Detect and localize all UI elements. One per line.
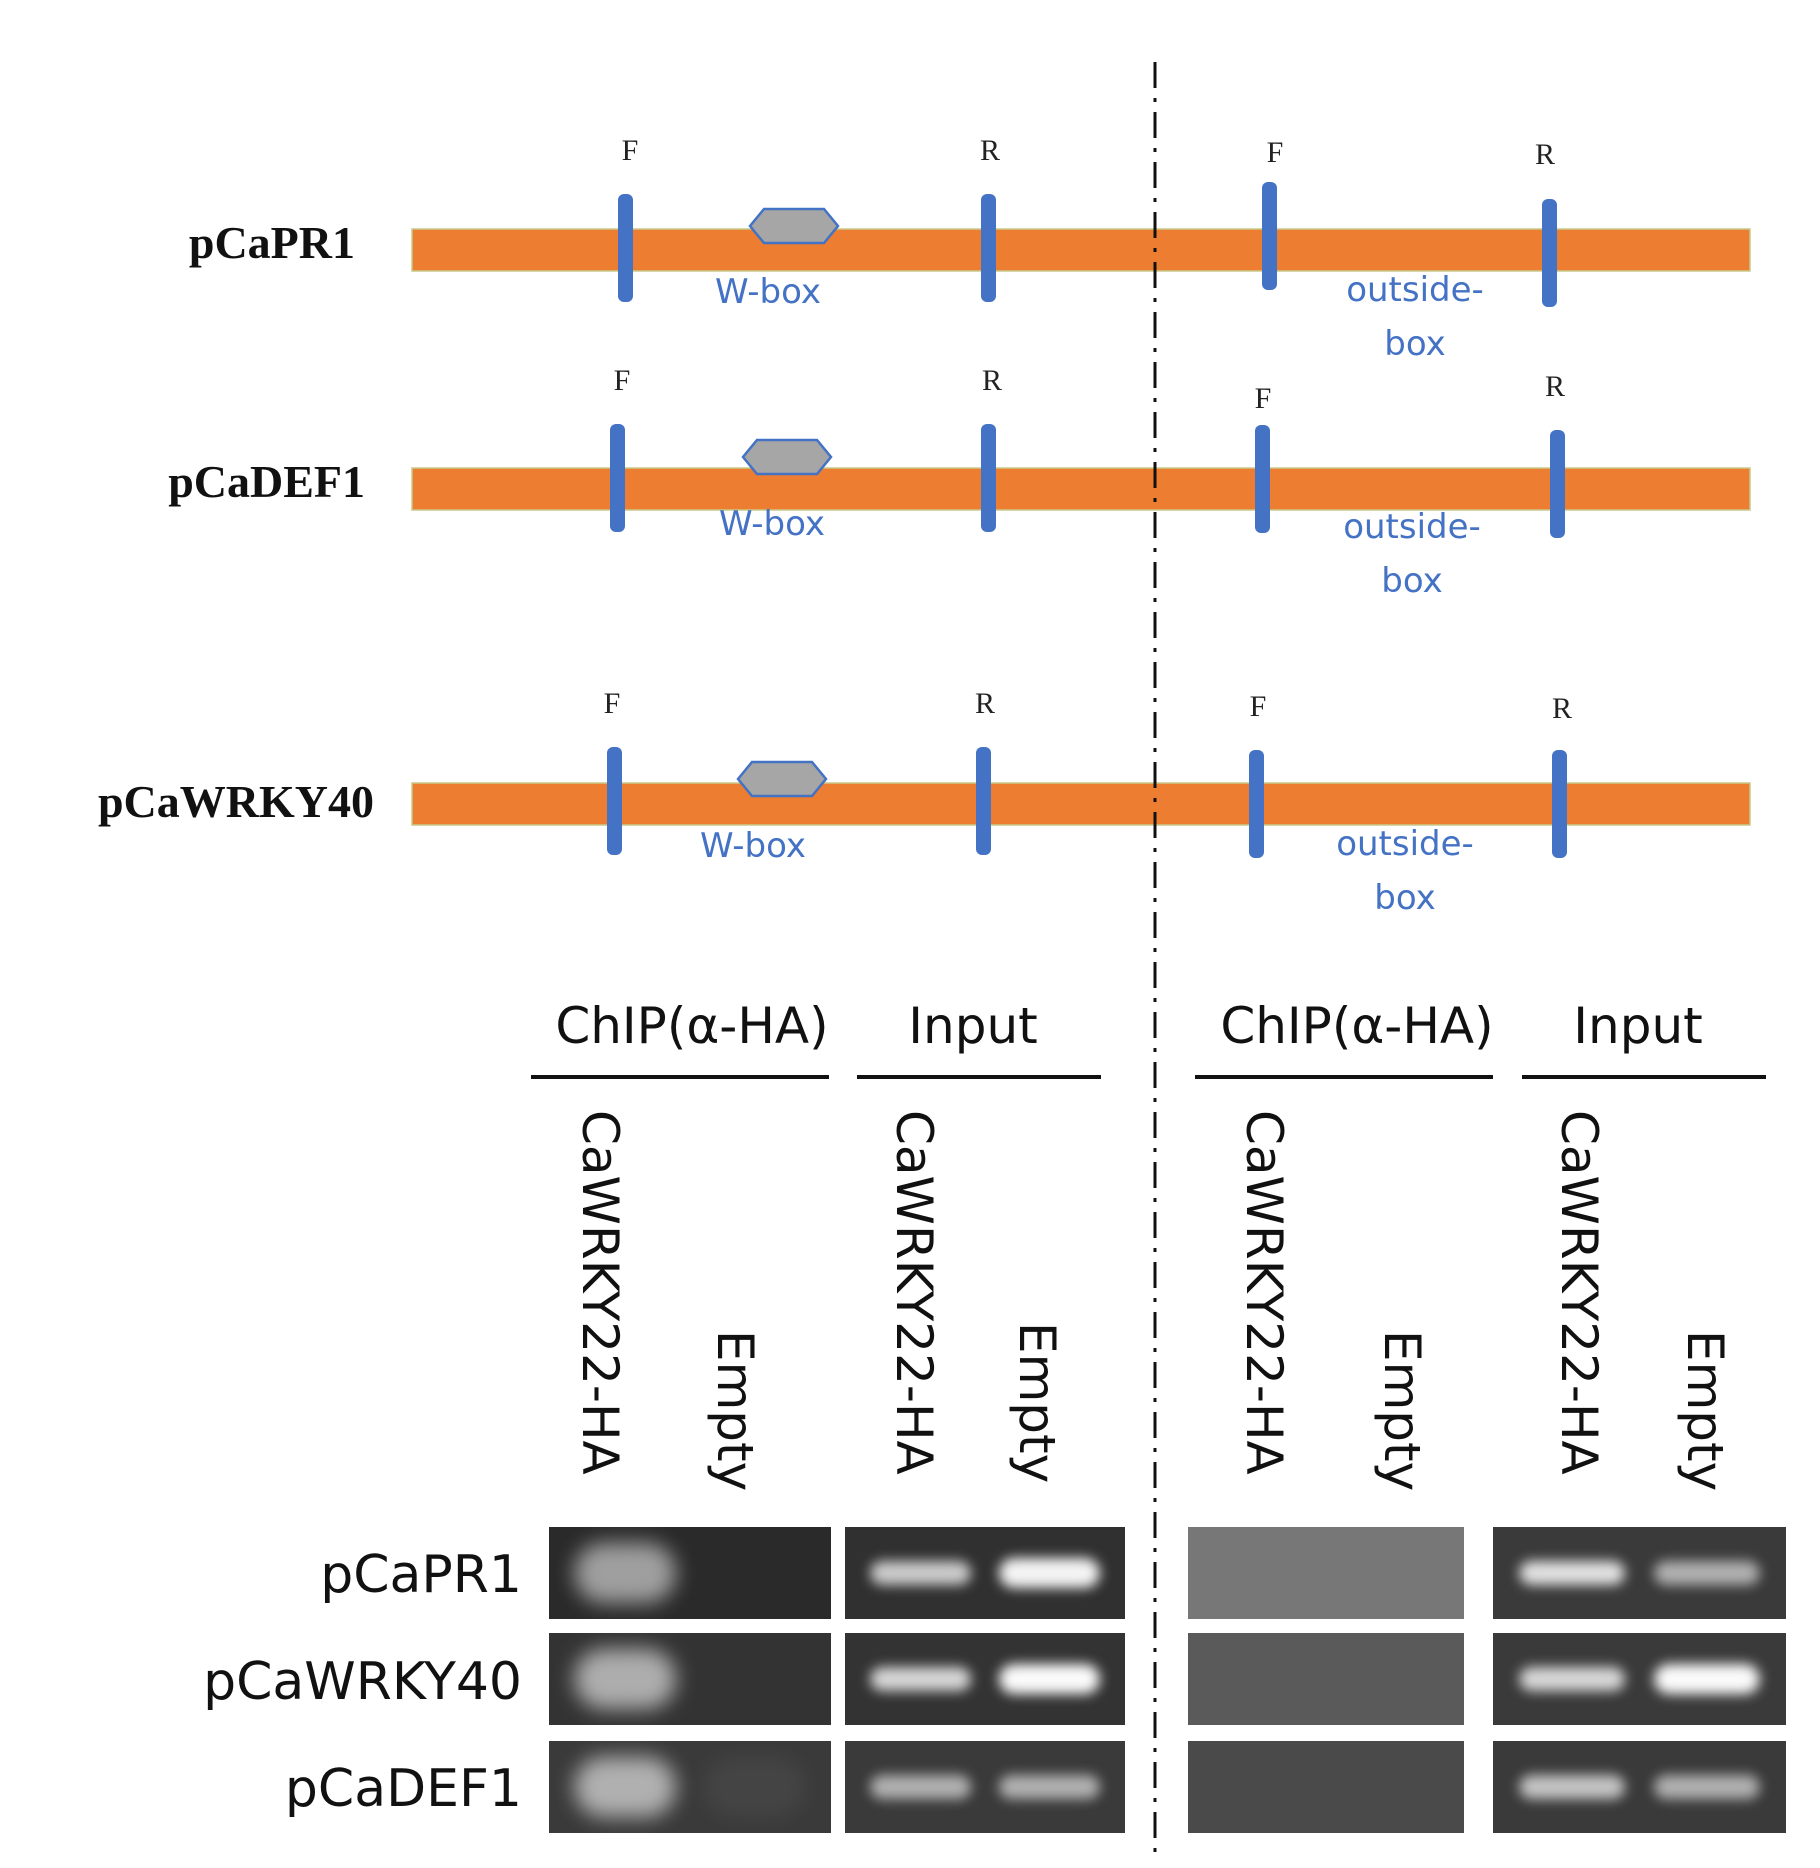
primer-mark-f — [618, 194, 633, 302]
gel-band — [870, 1667, 971, 1691]
w-box-shape — [736, 760, 828, 798]
gel-images — [549, 1527, 1786, 1833]
gel-row-label: pCaDEF1 — [285, 1759, 522, 1819]
primer-label-r-outside: R — [1552, 692, 1572, 725]
primer-label-r: R — [975, 687, 995, 720]
gel-band — [1519, 1775, 1625, 1799]
promoter-row-pcapr1: pCaPR1 F R W-box F R outside- box — [189, 134, 1751, 364]
primer-mark-r — [981, 194, 996, 302]
gel-row-label: pCaWRKY40 — [203, 1652, 522, 1712]
gel-band — [999, 1775, 1100, 1799]
gel-panel — [1188, 1633, 1464, 1725]
gel-band — [1654, 1561, 1760, 1585]
w-box-label: W-box — [700, 826, 806, 866]
promoter-label: pCaDEF1 — [168, 456, 365, 507]
w-box-shape — [748, 207, 840, 245]
gel-band — [1654, 1775, 1760, 1799]
outside-box-label-line1: outside- — [1336, 824, 1474, 864]
primer-label-r-outside: R — [1545, 370, 1565, 403]
promoter-label: pCaPR1 — [189, 217, 355, 268]
primer-label-r-outside: R — [1535, 138, 1555, 171]
lane-label: CaWRKY22-HA — [1235, 1110, 1293, 1475]
promoter-bar — [411, 467, 1751, 511]
primer-mark-r-outside — [1552, 750, 1567, 858]
panel-group-label: Input — [908, 997, 1037, 1055]
gel-band — [999, 1664, 1100, 1694]
gel-band — [574, 1757, 676, 1817]
gel-band — [1519, 1561, 1625, 1585]
promoter-diagrams: pCaPR1 F R W-box F R outside- box pCaDEF… — [98, 134, 1751, 918]
outside-box-label-line1: outside- — [1346, 270, 1484, 310]
lane-label: Empty — [1676, 1330, 1734, 1491]
primer-mark-f-outside — [1255, 425, 1270, 533]
primer-mark-f-outside — [1262, 182, 1277, 290]
primer-label-r: R — [982, 364, 1002, 397]
gel-band — [870, 1561, 971, 1585]
lane-label: CaWRKY22-HA — [571, 1110, 629, 1475]
gel-row-label: pCaPR1 — [320, 1545, 522, 1605]
primer-mark-r — [981, 424, 996, 532]
lane-label: CaWRKY22-HA — [1550, 1110, 1608, 1475]
promoter-label: pCaWRKY40 — [98, 776, 374, 827]
primer-label-f: F — [604, 687, 621, 720]
panel-group-label: ChIP(α-HA) — [1220, 997, 1493, 1055]
primer-label-f-outside: F — [1250, 690, 1267, 723]
lane-label: CaWRKY22-HA — [885, 1110, 943, 1475]
lane-label: Empty — [1373, 1330, 1431, 1491]
w-box-label: W-box — [715, 272, 821, 312]
gel-row-labels: pCaPR1 pCaWRKY40 pCaDEF1 — [203, 1545, 522, 1819]
primer-mark-f — [610, 424, 625, 532]
primer-mark-r — [976, 747, 991, 855]
gel-band — [574, 1543, 676, 1603]
panel-group-label: ChIP(α-HA) — [555, 997, 828, 1055]
primer-mark-r-outside — [1550, 430, 1565, 538]
gel-band — [999, 1558, 1100, 1588]
primer-mark-f-outside — [1249, 750, 1264, 858]
primer-label-r: R — [980, 134, 1000, 167]
outside-box-label-line1: outside- — [1343, 507, 1481, 547]
gel-band — [1654, 1664, 1760, 1694]
primer-label-f-outside: F — [1267, 136, 1284, 169]
primer-mark-f — [607, 747, 622, 855]
gel-panel-headers: ChIP(α-HA) Input ChIP(α-HA) Input — [531, 997, 1766, 1079]
outside-box-label-line2: box — [1374, 878, 1435, 918]
outside-box-label-line2: box — [1381, 561, 1442, 601]
gel-panel — [1188, 1527, 1464, 1619]
promoter-bar — [411, 782, 1751, 826]
gel-band — [870, 1775, 971, 1799]
primer-label-f-outside: F — [1255, 382, 1272, 415]
lane-label: Empty — [1008, 1322, 1066, 1483]
primer-label-f: F — [614, 364, 631, 397]
gel-band — [574, 1649, 676, 1709]
gel-panel — [1188, 1741, 1464, 1833]
gel-band — [704, 1757, 806, 1817]
promoter-row-pcawrky40: pCaWRKY40 F R W-box F R outside- box — [98, 687, 1751, 918]
primer-mark-r-outside — [1542, 199, 1557, 307]
panel-group-label: Input — [1573, 997, 1702, 1055]
w-box-shape — [741, 438, 833, 476]
promoter-row-pcadef1: pCaDEF1 F R W-box F R outside- box — [168, 364, 1751, 601]
lane-labels: CaWRKY22-HA Empty CaWRKY22-HA Empty CaWR… — [571, 1110, 1734, 1491]
promoter-bar — [411, 228, 1751, 272]
lane-label: Empty — [706, 1330, 764, 1491]
w-box-label: W-box — [719, 504, 825, 544]
gel-band — [1519, 1667, 1625, 1691]
primer-label-f: F — [622, 134, 639, 167]
outside-box-label-line2: box — [1384, 324, 1445, 364]
